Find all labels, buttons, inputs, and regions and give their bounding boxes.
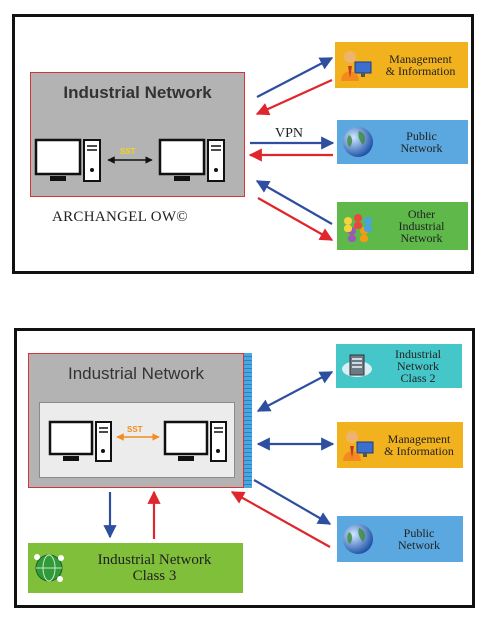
arrow-from-public-bottom [230, 491, 331, 548]
bottom-network-title: Industrial Network [67, 364, 205, 383]
bottom-node-public: Public Network [337, 516, 463, 562]
top-caption: ARCHANGEL OW© [52, 209, 188, 225]
top-node-other: Other Industrial Network [337, 202, 468, 250]
globe-network-icon [34, 554, 64, 582]
bottom-node-class3-label: Industrial Network Class 3 [97, 552, 212, 584]
top-node-management-label: Management & Information [385, 52, 456, 78]
arrow-class2 [256, 371, 334, 412]
bottom-node-class3: Industrial Network Class 3 [28, 543, 243, 593]
bottom-node-class2-label: Industrial Network Class 2 [395, 347, 441, 385]
top-node-public-label: Public Network [400, 129, 443, 155]
globe-icon [343, 127, 373, 157]
bottom-node-class2: Industrial Network Class 2 [336, 344, 462, 388]
top-node-public: Public Network [337, 120, 468, 164]
computer-icon [163, 420, 227, 462]
bottom-node-public-label: Public Network [398, 526, 440, 552]
firewall-strip [244, 353, 252, 488]
bottom-sst-label: SST [127, 425, 143, 434]
manager-person-icon [343, 431, 374, 461]
bottom-node-management: Management & Information [337, 422, 463, 468]
bottom-node-management-label: Management & Information [384, 432, 454, 458]
arrow-from-other [255, 180, 333, 225]
computer-icon [34, 138, 101, 182]
top-node-other-label: Other Industrial Network [398, 207, 445, 245]
top-network-title: Industrial Network [63, 83, 212, 102]
manager-person-icon [341, 51, 372, 81]
arrow-to-public-bottom [253, 479, 332, 525]
computer-icon [48, 420, 112, 462]
top-node-management: Management & Information [335, 42, 468, 88]
top-sst-label: SST [120, 147, 136, 156]
arrow-to-management [256, 57, 334, 98]
computer-icon [158, 138, 225, 182]
globe-icon [343, 524, 373, 554]
arrow-from-management [255, 78, 333, 116]
server-network-icon [342, 354, 372, 377]
people-group-icon [344, 214, 372, 242]
top-vpn-label: VPN [275, 126, 304, 141]
arrow-to-other [257, 197, 334, 241]
